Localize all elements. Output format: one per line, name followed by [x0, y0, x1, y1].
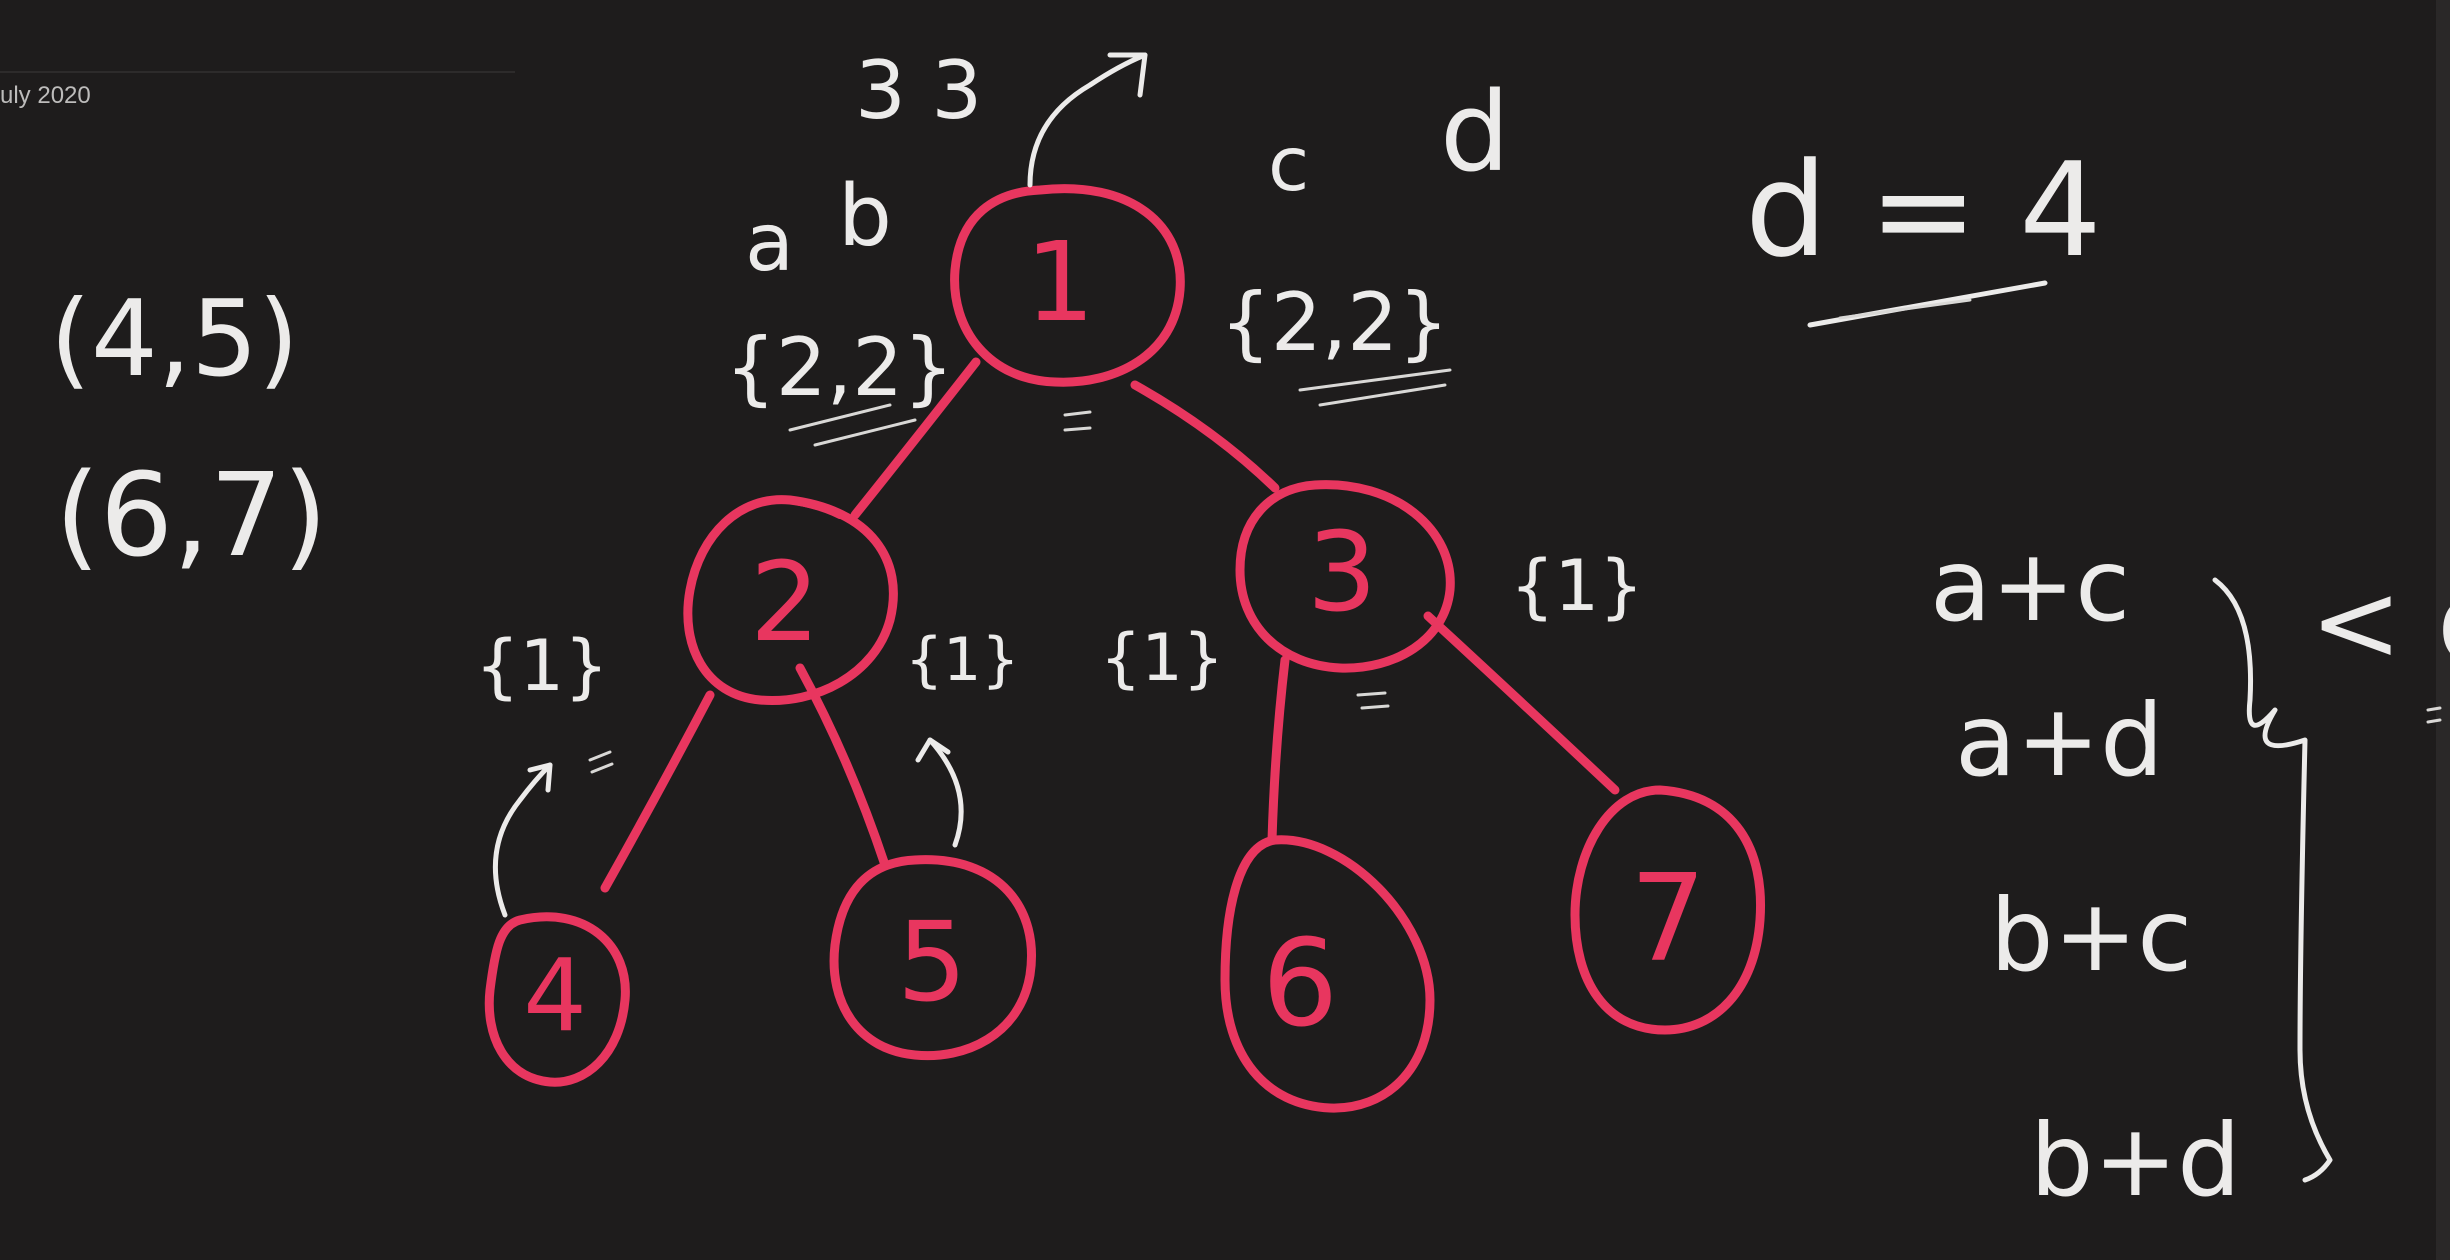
root-right-set: {2,2} — [1220, 276, 1449, 369]
d-equation: d = 4 — [1745, 134, 2102, 286]
edge-right-leaf7 — [1423, 611, 1620, 795]
left-notes: (4,5) (6,7) — [50, 278, 328, 583]
leaf-6: 6 — [1220, 835, 1435, 1113]
node-right-child-label: 3 — [1307, 508, 1377, 636]
root-left-set: {2,2} — [725, 321, 954, 414]
root-left-set-underline-1 — [788, 403, 892, 432]
root-annotations: 3 3 a b c d {2,2} {2,2} — [725, 44, 1510, 447]
node-root: 1 — [950, 184, 1185, 387]
leaf-5: 5 — [829, 855, 1036, 1061]
edge-root-right — [1130, 380, 1280, 493]
sum-a-c: a+c — [1930, 527, 2130, 644]
node-root-label: 1 — [1025, 218, 1095, 346]
right-child-right-set: {1} — [1510, 545, 1644, 627]
left-child-right-set: {1} — [905, 625, 1020, 695]
leaf-7: 7 — [1570, 785, 1766, 1035]
letter-a: a — [745, 196, 794, 289]
leaf4-curved-arrow — [492, 762, 553, 918]
root-right-set-underline-1 — [1298, 368, 1452, 392]
tree-edges — [600, 357, 1620, 893]
node-right-child: 3 — [1235, 480, 1455, 673]
leaf-7-label: 7 — [1630, 850, 1706, 989]
d-equation-underline-2 — [1838, 298, 1972, 320]
letter-d: d — [1440, 68, 1510, 196]
node-left-child-label: 2 — [750, 538, 820, 666]
compare-less-than-d: < d — [2310, 558, 2450, 686]
letter-c: c — [1268, 120, 1309, 208]
left-child-left-set: {1} — [475, 625, 609, 707]
root-left-set-underline-2 — [813, 418, 917, 447]
leaf-4: 4 — [484, 912, 630, 1087]
edge-root-left — [850, 357, 981, 520]
pair-6-7: (6,7) — [55, 449, 328, 583]
letter-b: b — [838, 167, 892, 266]
sum-b-c: b+c — [1990, 877, 2192, 994]
edge-left-leaf4 — [600, 690, 715, 893]
leaf-5-label: 5 — [897, 898, 967, 1026]
date-label: uly 2020 — [0, 82, 91, 109]
sum-b-d: b+d — [2030, 1102, 2241, 1219]
root-up-arrow — [1027, 52, 1148, 188]
leaf-4-label: 4 — [523, 937, 587, 1054]
root-right-set-underline-2 — [1318, 383, 1447, 407]
right-child-left-set: {1} — [1100, 621, 1224, 696]
pair-4-5: (4,5) — [50, 278, 299, 400]
root-equals-mark — [1063, 410, 1092, 432]
scrollbar-track[interactable] — [2436, 0, 2450, 1260]
left-child-annotations: {1} {1} — [475, 625, 1020, 918]
right-child-annotations: {1} {1} — [1100, 545, 1644, 710]
node-left-child: 2 — [683, 495, 898, 706]
sum-a-d: a+d — [1955, 682, 2164, 799]
edge-right-leaf6 — [1267, 655, 1290, 845]
right-notes: d = 4 a+c a+d b+c b+d < d — [1745, 134, 2450, 1219]
counts-above-root: 3 3 — [855, 44, 982, 137]
leaf-6-label: 6 — [1262, 915, 1338, 1054]
sums-brace — [2212, 577, 2333, 1183]
leaf5-curved-arrow — [927, 737, 964, 848]
